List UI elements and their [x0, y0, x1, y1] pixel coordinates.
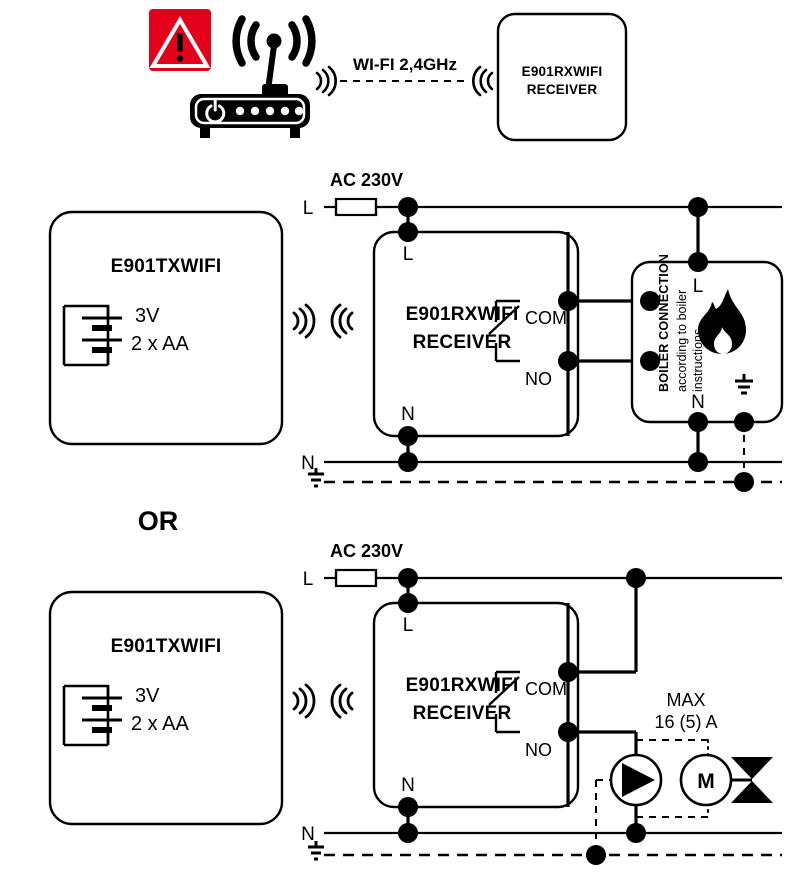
boiler-terminal-l-visible: L — [693, 276, 704, 297]
junction-nodes-pump — [398, 568, 646, 865]
receiver-terminal-l-pump: L — [403, 615, 414, 636]
l-rail-label-pump: L — [303, 569, 314, 590]
transmitter-box-boiler — [48, 210, 284, 446]
receiver-name-pump-2: RECEIVER — [413, 703, 512, 724]
top-receiver-line2: RECEIVER — [527, 82, 598, 97]
receiver-name-boiler-2: RECEIVER — [413, 332, 512, 353]
relay-com-label-pump: COM — [525, 679, 567, 699]
supply-label-pump: AC 230V — [330, 541, 403, 561]
rating-line1: MAX — [666, 690, 705, 710]
receiver-name-pump-1: E901RXWIFI — [406, 675, 519, 696]
wifi-signal-icon — [315, 65, 337, 97]
wifi-signal-icon — [292, 683, 316, 719]
relay-no-label-boiler: NO — [525, 369, 552, 389]
valve-icon — [731, 757, 773, 803]
transmitter-name-pump: E901TXWIFI — [111, 636, 222, 657]
wifi-signal-icon — [330, 683, 354, 719]
receiver-terminal-n-boiler: N — [401, 404, 415, 425]
receiver-terminal-n-pump: N — [401, 775, 415, 796]
earth-ground-icon — [735, 374, 753, 395]
relay-no-label-pump: NO — [525, 740, 552, 760]
wifi-signal-icon — [292, 303, 316, 339]
wifi-router-icon — [190, 15, 316, 138]
battery-icon — [62, 304, 122, 367]
boiler-caption-bold: BOILER CONNECTION — [657, 254, 671, 392]
top-receiver-box — [496, 12, 628, 142]
warning-triangle-icon — [149, 9, 211, 71]
wifi-signal-icon — [472, 65, 494, 97]
earth-ground-icon — [308, 841, 324, 861]
junction-nodes-boiler — [398, 197, 754, 492]
battery-icon — [62, 684, 122, 747]
wifi-signal-icon — [330, 303, 354, 339]
boiler-caption-line2: instructions — [691, 329, 705, 392]
boiler-terminal-n: N — [691, 392, 705, 413]
n-rail-label-pump: N — [301, 824, 315, 845]
receiver-box-boiler — [372, 230, 580, 438]
rating-line2: 16 (5) A — [654, 712, 717, 732]
top-receiver-line1: E901RXWIFI — [522, 64, 603, 79]
earth-ground-icon — [308, 468, 324, 488]
battery-voltage-pump: 3V — [135, 685, 160, 707]
relay-blade — [488, 305, 520, 335]
receiver-name-boiler-1: E901RXWIFI — [406, 304, 519, 325]
fuse-icon — [334, 568, 378, 588]
wifi-link-label: WI-FI 2,4GHz — [353, 55, 457, 74]
fuse-icon — [334, 197, 378, 217]
relay-com-label-boiler: COM — [525, 308, 567, 328]
transmitter-box-pump — [48, 590, 284, 826]
supply-label-boiler: AC 230V — [330, 170, 403, 190]
receiver-terminal-l-boiler: L — [403, 244, 414, 265]
receiver-box-pump — [372, 601, 580, 809]
or-divider-label: OR — [138, 506, 179, 536]
n-rail-label-boiler: N — [301, 453, 315, 474]
boiler-caption-line1: according to boiler — [675, 290, 689, 392]
l-rail-label-boiler: L — [303, 198, 314, 219]
relay-blade-2 — [488, 676, 520, 706]
flame-icon — [698, 289, 746, 354]
battery-type-pump: 2 x AA — [131, 713, 189, 735]
transmitter-name-boiler: E901TXWIFI — [111, 256, 222, 277]
motor-label: M — [697, 770, 715, 793]
battery-voltage-boiler: 3V — [135, 305, 160, 327]
pump-icon — [609, 753, 663, 807]
battery-type-boiler: 2 x AA — [131, 333, 189, 355]
